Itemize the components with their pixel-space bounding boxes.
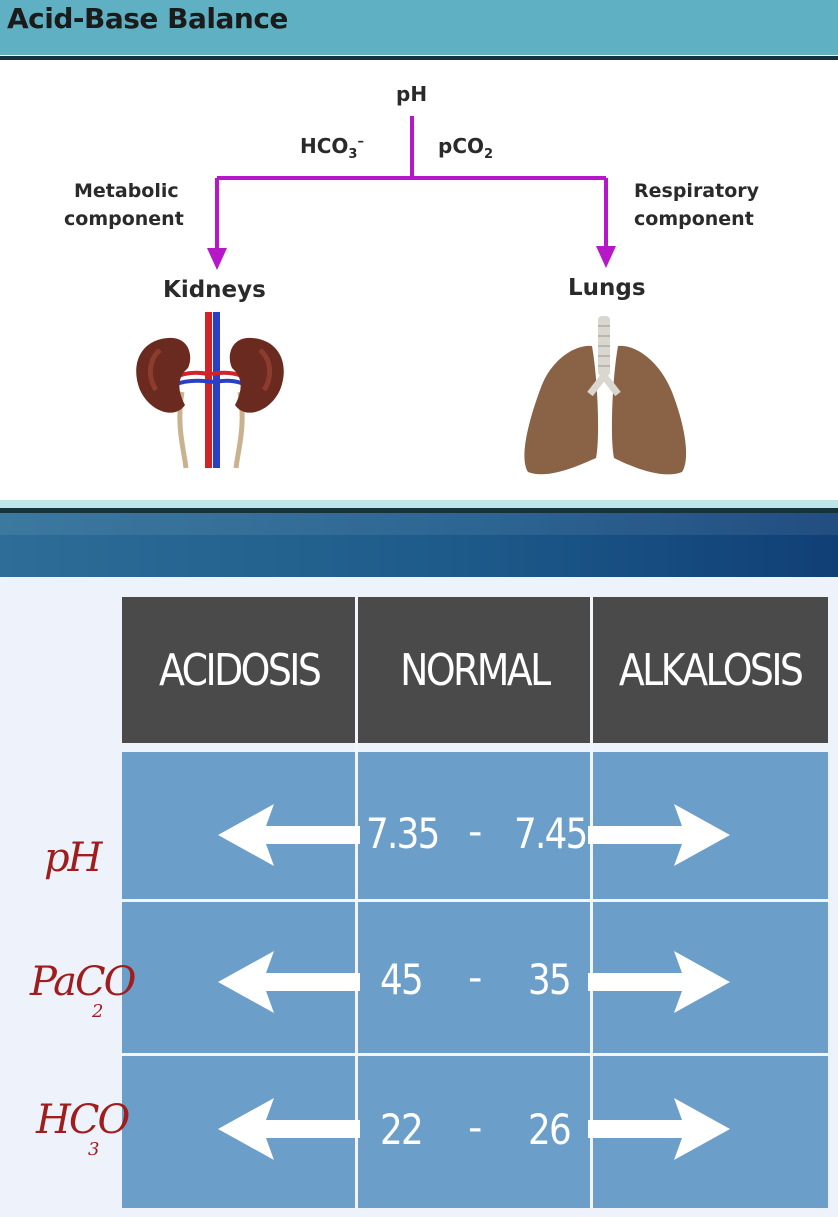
ph-high-value: 7.45 <box>514 809 588 858</box>
pco2-label: pCO2 <box>438 134 494 162</box>
row-label-ph: pH <box>44 835 102 881</box>
right-lung <box>611 345 687 475</box>
ph-label: pH <box>396 82 428 106</box>
left-arrow-icon <box>218 951 360 1013</box>
left-arrow-icon <box>218 1098 360 1160</box>
blue-banner <box>0 513 838 577</box>
paco2-high-value: 35 <box>528 955 572 1004</box>
header-alkalosis: ALKALOSIS <box>592 597 828 743</box>
grid-divider <box>122 1053 828 1056</box>
range-dash: - <box>468 1105 483 1151</box>
range-dash: - <box>468 809 483 855</box>
ph-low-value: 7.35 <box>366 809 440 858</box>
grid-divider <box>122 899 828 902</box>
kidneys-arrowhead <box>207 248 227 270</box>
slide-footer-rule-dark <box>0 508 838 513</box>
left-lung <box>524 345 599 475</box>
left-kidney <box>136 337 191 413</box>
hco3-low-value: 22 <box>380 1105 424 1154</box>
row-label-hco3-subscript: 3 <box>88 1139 100 1160</box>
right-arrow-icon <box>588 804 730 866</box>
header-normal: NORMAL <box>357 597 591 743</box>
acid-base-diagram: pH HCO3– pCO2 Metabolic component Respir… <box>0 60 838 500</box>
paco2-low-value: 45 <box>380 955 424 1004</box>
left-arrow-icon <box>218 804 360 866</box>
hco3-high-value: 26 <box>528 1105 572 1154</box>
lungs-illustration <box>524 316 687 475</box>
right-arrow-icon <box>588 1098 730 1160</box>
row-label-hco3: HCO <box>36 1097 130 1143</box>
row-label-paco2: PaCO <box>30 959 136 1005</box>
kidneys-label: Kidneys <box>163 277 266 303</box>
vena-cava <box>213 312 220 468</box>
acid-base-table: ACIDOSIS NORMAL ALKALOSIS pH 7.35 - 7.45… <box>0 577 838 1217</box>
lungs-label: Lungs <box>568 275 646 301</box>
kidneys-illustration <box>136 312 284 469</box>
slide-header <box>0 0 838 55</box>
hco3-label: HCO3– <box>300 134 364 162</box>
connector-lines <box>136 116 687 475</box>
header-acidosis: ACIDOSIS <box>122 597 356 743</box>
slide-title: Acid-Base Balance <box>7 2 288 35</box>
grid-divider <box>590 597 593 1208</box>
slide-footer-rule <box>0 500 838 508</box>
right-kidney <box>229 337 284 413</box>
right-arrow-icon <box>588 951 730 1013</box>
grid-divider <box>355 597 358 1208</box>
range-dash: - <box>468 955 483 1001</box>
metabolic-component-label: Metabolic component <box>64 180 184 230</box>
aorta <box>205 312 212 468</box>
lungs-arrowhead <box>596 246 616 268</box>
respiratory-component-label: Respiratory component <box>634 180 760 230</box>
banner-gloss <box>0 513 838 535</box>
title-rule <box>0 56 838 60</box>
row-label-paco2-subscript: 2 <box>92 1001 104 1022</box>
